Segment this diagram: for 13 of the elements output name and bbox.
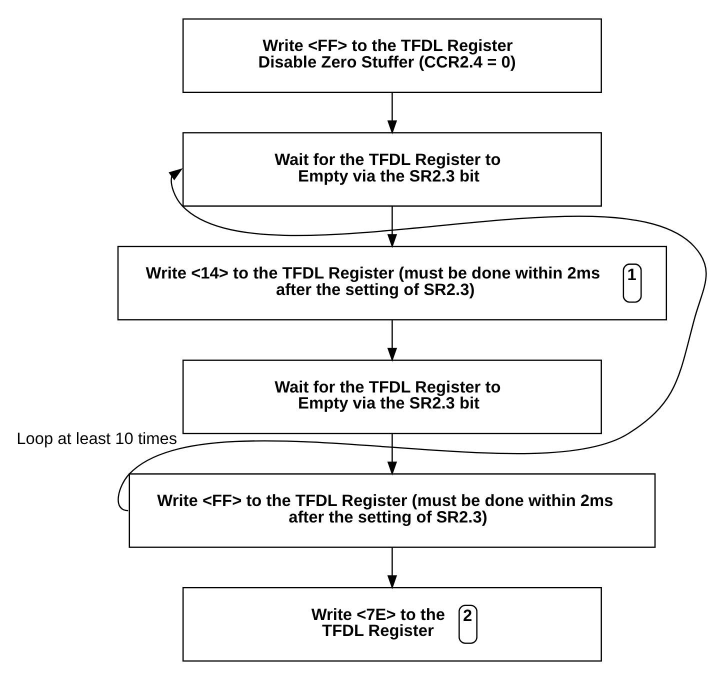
node-box: Write <7E> to the TFDL Register 2 (182, 586, 602, 662)
node-box: Write <14> to the TFDL Register (must be done within 2ms after the setting of SR2.3) 1 (117, 245, 668, 320)
arrow (387, 92, 398, 134)
arrow (387, 206, 398, 248)
node-box: Wait for the TFDL Register to Empty via the SR2.3 bit (182, 359, 602, 434)
node-box: Wait for the TFDL Register to Empty via the SR2.3 bit (182, 132, 602, 206)
arrow (118, 168, 707, 511)
edge-label: Loop at least 10 times (16, 429, 178, 448)
arrow (387, 320, 398, 362)
arrow (387, 547, 398, 589)
node-box: Write <FF> to the TFDL Register (must be done within 2ms after the setting of SR2.3) (128, 472, 656, 548)
node-box: Write <FF> to the TFDL Register Disable Zero Stuffer (CCR2.4 = 0) (182, 18, 602, 92)
arrow (387, 433, 398, 475)
